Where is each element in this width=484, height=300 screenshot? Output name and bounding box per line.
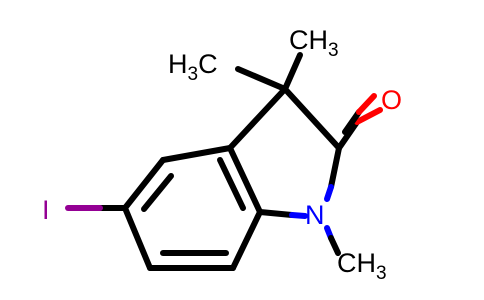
- bond-c3-me-right: [282, 52, 303, 92]
- bond-c7a-c3a-inner: [217, 157, 246, 211]
- iodine-label: I: [42, 195, 50, 225]
- bond-c4-c5-inner: [141, 173, 174, 212]
- bond-c3-c2: [282, 86, 342, 151]
- bond-c5-c6: [122, 205, 153, 271]
- methyl-label-right: CH3: [289, 25, 339, 61]
- bond-c2-o-a-red: [354, 107, 383, 125]
- bond-c4-c3a: [160, 145, 233, 163]
- bond-n1-c2-blue: [324, 184, 334, 202]
- bond-c4-c5: [122, 157, 166, 211]
- methyl-label-left: H3C: [168, 49, 218, 85]
- bond-c2-n1: [328, 145, 342, 190]
- bond-c2-o-a: [336, 119, 360, 151]
- bond-c7a-c3a: [227, 145, 263, 215]
- bond-c2-o-b: [342, 109, 362, 135]
- oxygen-label: O: [381, 85, 402, 115]
- bond-c7-c7a: [230, 209, 263, 271]
- methyl-label-n: CH3: [337, 248, 387, 284]
- bond-c3-me-left: [235, 66, 288, 92]
- bond-n1-me: [328, 235, 341, 256]
- bond-c7a-n1-blue: [289, 212, 308, 219]
- bond-c3a-c3: [227, 86, 288, 151]
- bond-c2-o-b-red: [356, 93, 377, 115]
- nitrogen-label: N: [305, 200, 325, 230]
- bond-c7a-n1: [257, 209, 295, 218]
